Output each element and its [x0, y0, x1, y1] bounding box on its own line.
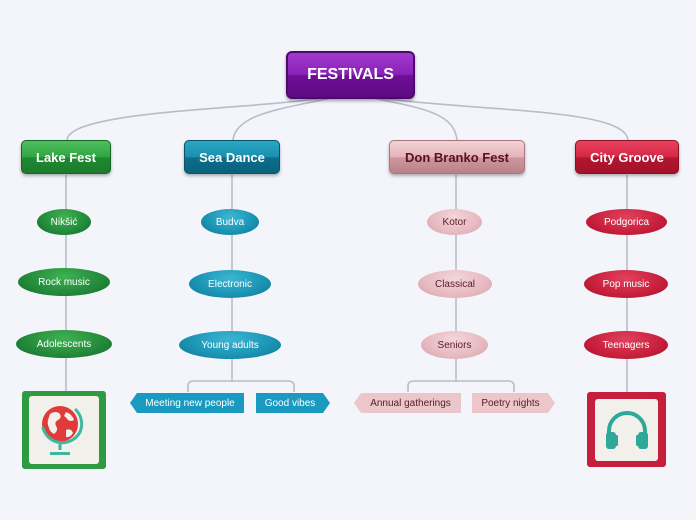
subtopic-audience-adolescents[interactable]: Adolescents	[16, 330, 112, 358]
tag-annual-gatherings[interactable]: Annual gatherings	[354, 393, 461, 413]
headphones-icon	[605, 410, 648, 449]
subtopic-label: Kotor	[442, 216, 467, 228]
tag-label: Poetry nights	[481, 397, 540, 409]
connector-root-sea-dance	[232, 96, 336, 141]
tag-label: Meeting new people	[145, 397, 235, 409]
connector-sea-dance-tags	[187, 380, 295, 392]
topic-label: Don Branko Fest	[404, 149, 509, 165]
subtopic-label: Adolescents	[36, 338, 92, 350]
root-node-festivals[interactable]: FESTIVALS	[286, 51, 415, 99]
connector-don-branko-tags	[407, 380, 515, 392]
topic-city-groove[interactable]: City Groove	[575, 140, 679, 174]
city-groove-image[interactable]	[587, 392, 666, 467]
topic-don-branko-fest[interactable]: Don Branko Fest	[389, 140, 525, 174]
globe-icon	[41, 406, 84, 455]
subtopic-genre-pop-music[interactable]: Pop music	[584, 270, 668, 298]
subtopic-label: Podgorica	[603, 216, 650, 228]
subtopic-label: Classical	[434, 278, 475, 290]
subtopic-city-kotor[interactable]: Kotor	[427, 209, 482, 235]
subtopic-city-budva[interactable]: Budva	[201, 209, 259, 235]
subtopic-label: Budva	[215, 216, 245, 228]
tag-meeting-new-people[interactable]: Meeting new people	[130, 393, 244, 413]
topic-sea-dance[interactable]: Sea Dance	[184, 140, 280, 174]
connector-root-city-groove	[371, 96, 629, 141]
tag-label: Good vibes	[264, 397, 316, 409]
subtopic-genre-rock-music[interactable]: Rock music	[18, 268, 110, 296]
subtopic-genre-classical[interactable]: Classical	[418, 270, 492, 298]
topic-label: Sea Dance	[199, 149, 265, 165]
subtopic-label: Electronic	[208, 278, 252, 290]
subtopic-label: Rock music	[38, 276, 90, 288]
subtopic-label: Seniors	[437, 339, 472, 351]
lake-fest-image[interactable]	[22, 391, 106, 469]
connector-root-lake-fest	[66, 96, 331, 141]
tag-good-vibes[interactable]: Good vibes	[256, 393, 330, 413]
tag-poetry-nights[interactable]: Poetry nights	[472, 393, 555, 413]
subtopic-city-podgorica[interactable]: Podgorica	[586, 209, 667, 235]
subtopic-label: Pop music	[602, 278, 650, 290]
topic-label: City Groove	[590, 149, 664, 165]
subtopic-genre-electronic[interactable]: Electronic	[189, 270, 271, 298]
subtopic-label: Young adults	[201, 339, 259, 351]
topic-label: Lake Fest	[36, 149, 96, 165]
subtopic-audience-seniors[interactable]: Seniors	[421, 331, 488, 359]
root-label: FESTIVALS	[307, 66, 394, 83]
topic-lake-fest[interactable]: Lake Fest	[21, 140, 111, 174]
connector-root-don-branko	[367, 96, 458, 141]
subtopic-audience-teenagers[interactable]: Teenagers	[584, 331, 668, 359]
subtopic-label: Teenagers	[602, 339, 650, 351]
tag-label: Annual gatherings	[370, 397, 451, 409]
subtopic-audience-young-adults[interactable]: Young adults	[179, 331, 281, 359]
subtopic-city-niksic[interactable]: Nikšić	[37, 209, 91, 235]
subtopic-label: Nikšić	[50, 216, 78, 228]
